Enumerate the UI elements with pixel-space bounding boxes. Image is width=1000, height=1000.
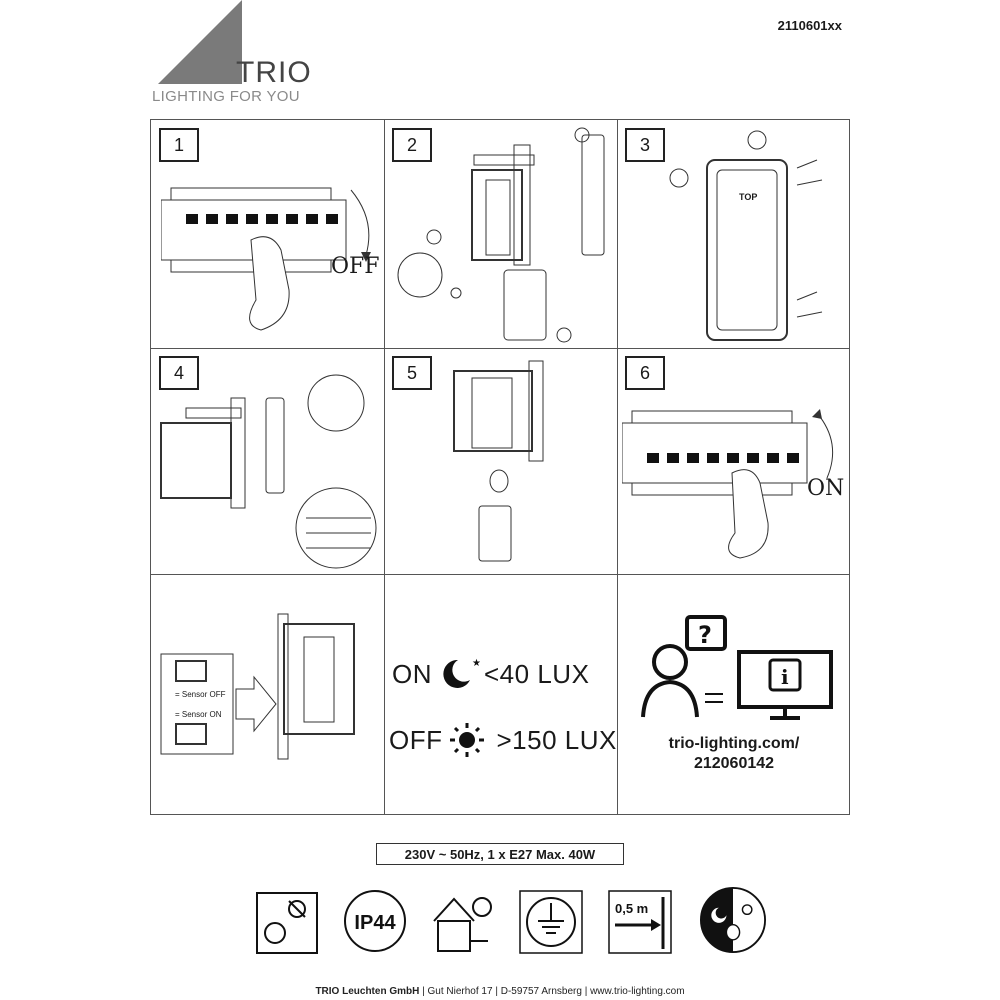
lux-on-row: ON ★ <40 LUX (392, 654, 589, 694)
step-6-panel: 6 ON (617, 348, 851, 574)
step-3-panel: 3 TOP (617, 120, 851, 348)
outdoor-use-icon (433, 897, 492, 952)
off-label: OFF (331, 254, 380, 279)
company-footer: TRIO Leuchten GmbH | Gut Nierhof 17 | D-… (315, 986, 685, 997)
sensor-on-legend: = Sensor ON (175, 710, 222, 719)
no-wall-mount-icon (256, 892, 318, 954)
footer-address1: Gut Nierhof 17 (427, 986, 493, 997)
brand-tagline: LIGHTING FOR YOU (152, 88, 300, 105)
instruction-grid: 1 OFF 2 (150, 119, 850, 815)
ip-rating-text: IP44 (354, 912, 396, 934)
circuit-breaker-illustration (622, 409, 834, 559)
moon-icon: ★ (443, 658, 480, 688)
step-5-panel: 5 (384, 348, 617, 574)
step-number: 4 (159, 356, 199, 390)
svg-text:★: ★ (472, 658, 480, 669)
protective-earth-icon (519, 890, 583, 954)
part-number: 2110601xx (777, 18, 842, 33)
step-2-panel: 2 (384, 120, 617, 348)
step-number: 1 (159, 128, 199, 162)
svg-text:i: i (781, 665, 789, 689)
lux-on-label: ON (392, 658, 432, 689)
step-1-panel: 1 OFF (151, 120, 384, 348)
svg-text:?: ? (698, 621, 712, 649)
step-4-panel: 4 (151, 348, 384, 574)
lux-off-label: OFF (389, 724, 443, 755)
day-night-sensor-icon (700, 887, 766, 953)
bulb-insertion-illustration (453, 360, 544, 562)
top-marking: TOP (739, 192, 758, 202)
ip-rating-icon: IP44 (344, 890, 406, 952)
step-number: 3 (625, 128, 665, 162)
step-number: 6 (625, 356, 665, 390)
on-label: ON (807, 476, 845, 501)
wall-bracket-illustration (669, 130, 823, 341)
step-number: 2 (392, 128, 432, 162)
sensor-switch-panel: = Sensor OFF = Sensor ON (151, 574, 384, 814)
footer-address2: D-59757 Arnsberg (500, 986, 582, 997)
lux-on-value: <40 LUX (484, 658, 590, 689)
support-info-icon: ? i (641, 615, 833, 720)
lux-off-value: >150 LUX (496, 724, 617, 755)
sensor-switch-illustration (160, 613, 355, 760)
lux-off-row: OFF >150 LUX (389, 720, 617, 760)
electrical-spec: 230V ~ 50Hz, 1 x E27 Max. 40W (376, 843, 624, 865)
support-panel: ? i trio-lighting.com/ 212060142 (617, 574, 851, 814)
lantern-removal-illustration (397, 127, 605, 343)
footer-website[interactable]: www.trio-lighting.com (590, 986, 685, 997)
circuit-breaker-illustration (161, 187, 371, 331)
footer-company: TRIO Leuchten GmbH (315, 986, 420, 997)
wiring-illustration (160, 374, 377, 569)
support-url-line2[interactable]: 212060142 (693, 755, 775, 772)
distance-text: 0,5 m (615, 901, 648, 916)
minimum-distance-icon: 0,5 m (608, 890, 672, 954)
brand-name: TRIO (236, 56, 312, 89)
sensor-off-legend: = Sensor OFF (175, 690, 226, 699)
support-url-line1[interactable]: trio-lighting.com/ (668, 735, 800, 752)
trio-logo-triangle (158, 0, 242, 84)
lux-threshold-panel: ON ★ <40 LUX OFF >150 LUX (384, 574, 617, 814)
sun-icon (449, 723, 484, 757)
step-number: 5 (392, 356, 432, 390)
